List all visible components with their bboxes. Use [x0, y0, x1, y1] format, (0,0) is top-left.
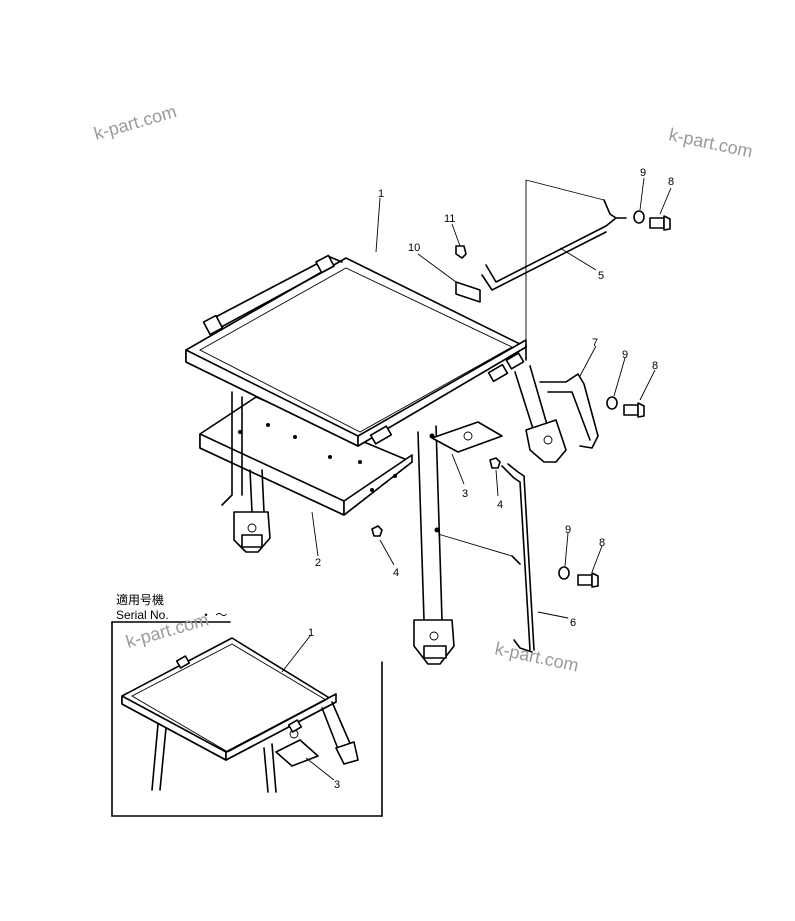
rod-part-5 — [481, 179, 627, 345]
hardware-lower — [558, 566, 599, 588]
inset-callout-1: 1 — [308, 627, 314, 639]
callout-8-lower: 8 — [599, 537, 605, 549]
right-swing-leg — [514, 365, 567, 463]
plate-part-10 — [455, 281, 481, 303]
nut-part-4-upper — [489, 457, 501, 469]
serial-label: Serial No. — [116, 608, 169, 622]
inset-callout-3: 3 — [334, 779, 340, 791]
leader-lines — [311, 177, 672, 619]
callout-1: 1 — [378, 188, 384, 200]
applicable-label: 適用号機 — [116, 592, 164, 607]
bracket-part-3 — [431, 421, 503, 453]
watermark-top-right: k-part.com — [667, 124, 754, 161]
nut-part-4-lower — [371, 525, 383, 537]
watermark-top-left: k-part.com — [92, 101, 179, 144]
callout-6: 6 — [570, 617, 576, 629]
callout-9-lower: 9 — [565, 524, 571, 536]
hardware-upper — [633, 210, 671, 231]
callout-7: 7 — [592, 337, 598, 349]
callout-2: 2 — [315, 557, 321, 569]
left-leg — [221, 391, 271, 553]
watermark-bottom-right: k-part.com — [493, 638, 580, 675]
callout-labels: 1 2 3 4 4 5 6 7 8 8 8 9 9 9 10 11 1 3 — [308, 167, 674, 791]
callout-4-upper: 4 — [497, 499, 503, 511]
callout-8-middle: 8 — [652, 360, 658, 372]
handle-part-7 — [539, 373, 599, 449]
center-leg — [413, 425, 455, 665]
callout-9-middle: 9 — [622, 349, 628, 361]
lower-shelf-part-2 — [199, 396, 413, 516]
callout-10: 10 — [408, 242, 420, 254]
table-top-part-1 — [185, 254, 527, 447]
inset-serial-header: 適用号機 Serial No. ・ ～ — [116, 592, 227, 622]
serial-range: ・ ～ — [200, 608, 227, 622]
callout-5: 5 — [598, 270, 604, 282]
callout-8-upper: 8 — [668, 176, 674, 188]
callout-3: 3 — [462, 488, 468, 500]
callout-9-upper: 9 — [640, 167, 646, 179]
hardware-middle — [606, 396, 645, 418]
table-assembly — [185, 254, 567, 665]
callout-4-lower: 4 — [393, 567, 399, 579]
screw-part-11 — [455, 245, 467, 259]
callout-11: 11 — [444, 213, 455, 225]
rod-part-6 — [501, 463, 535, 653]
inset-view — [111, 621, 383, 817]
